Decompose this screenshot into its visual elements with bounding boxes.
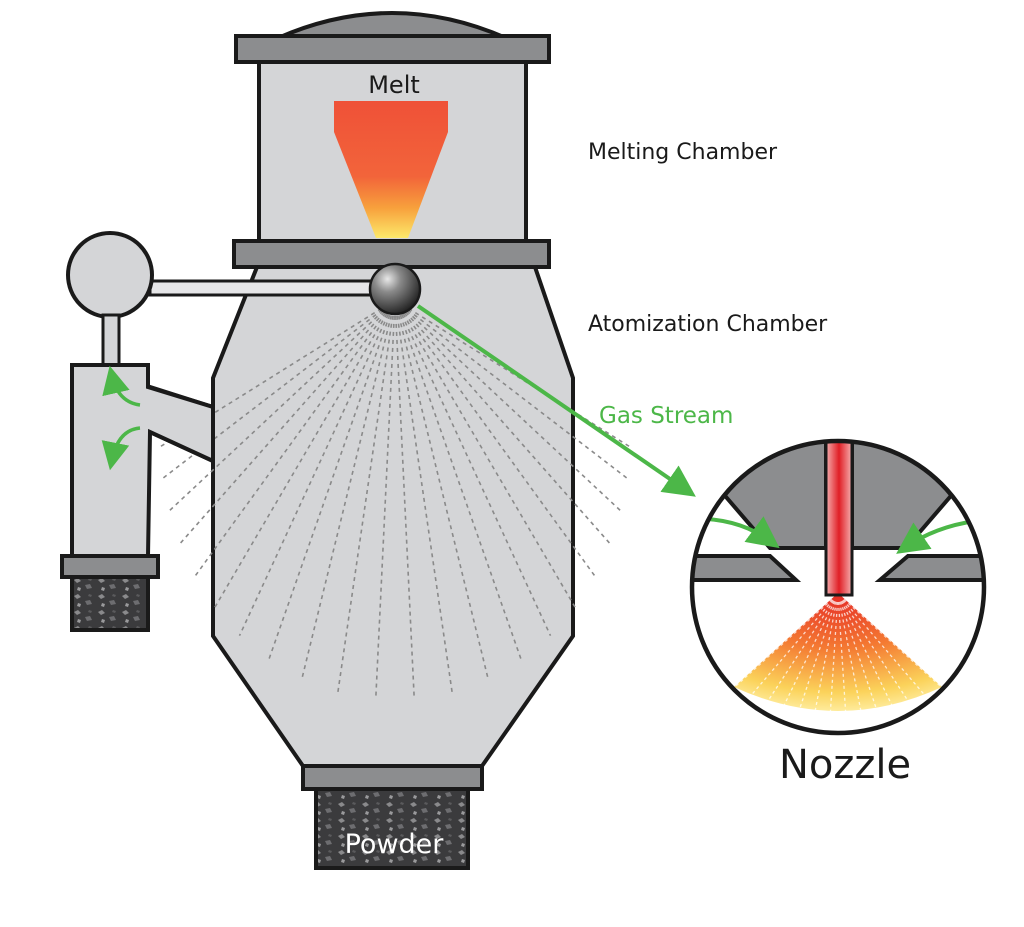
powder-container [314,787,470,870]
spray-line [178,311,386,545]
top-flange [234,34,551,64]
nozzle-spray-line [746,599,834,701]
spray-line [403,312,596,578]
nozzle-plate-left [692,554,802,582]
nozzle-spray-line [793,601,837,728]
spray-line [194,312,387,578]
nozzle-spray-line [760,600,835,712]
nozzle-spray-line [840,600,900,721]
melt-label: Melt [368,71,420,99]
gas-flow-arrow-down [101,426,141,471]
gas-stream-pointer-arrow [416,304,696,497]
atomizer-nozzle-ball [368,262,422,316]
nozzle-detail: Nozzle [689,438,987,788]
nozzle-label: Nozzle [779,742,911,788]
gas-system [60,231,398,632]
atomization-chamber-body [144,265,575,768]
spray-line [399,314,523,661]
gas-stream-label: Gas Stream [599,403,733,429]
powder-collection: Powder [301,764,484,870]
top-dome [277,11,507,40]
melt-crucible [334,101,448,238]
spray-line [214,313,388,608]
nozzle-spray-line [733,598,833,689]
cyclone-body [70,363,215,558]
melting-chamber: Melt [232,11,551,269]
nozzle-spray-lines [733,598,943,733]
nozzle-detail-outline [689,438,987,736]
spray-line [301,315,392,680]
powder-label: Powder [345,829,445,860]
gas-feed-pipe [148,279,398,297]
nozzle-gas-arrow-left [692,516,780,549]
spray-line [406,310,622,512]
nozzle-spray-line [810,601,838,732]
gas-flow-arrow-up [102,365,141,407]
spray-line [402,313,576,608]
cyclone-powder-collector [70,575,150,632]
bottom-flange [301,764,484,791]
nozzle-spray-line [828,601,839,733]
atomization-chamber-label: Atomization Chamber [588,312,828,337]
melting-chamber-label: Melting Chamber [588,140,778,165]
spray-line [267,314,391,661]
nozzle-plate-right [874,554,984,582]
spray-line [238,314,390,637]
nozzle-spray-line [837,601,848,733]
nozzle-spray-line [842,599,930,701]
nozzle-spray-line [843,598,943,689]
spray-line [168,310,384,512]
nozzle-spray-line [839,601,883,728]
cyclone-flange [60,554,160,579]
spray-line [162,309,383,480]
nozzle-spray-fan [734,593,942,711]
spray-line [400,314,552,637]
nozzle-spray-line [838,601,866,732]
spray-line [398,315,489,680]
spray-line [407,309,628,480]
atomization-chamber [144,265,631,768]
spray-line [404,311,612,545]
nozzle-spray-line [776,600,836,721]
gas-tank [66,231,154,319]
tank-stem [101,313,121,367]
nozzle-spray-line [841,600,916,712]
melt-stream [824,441,854,597]
